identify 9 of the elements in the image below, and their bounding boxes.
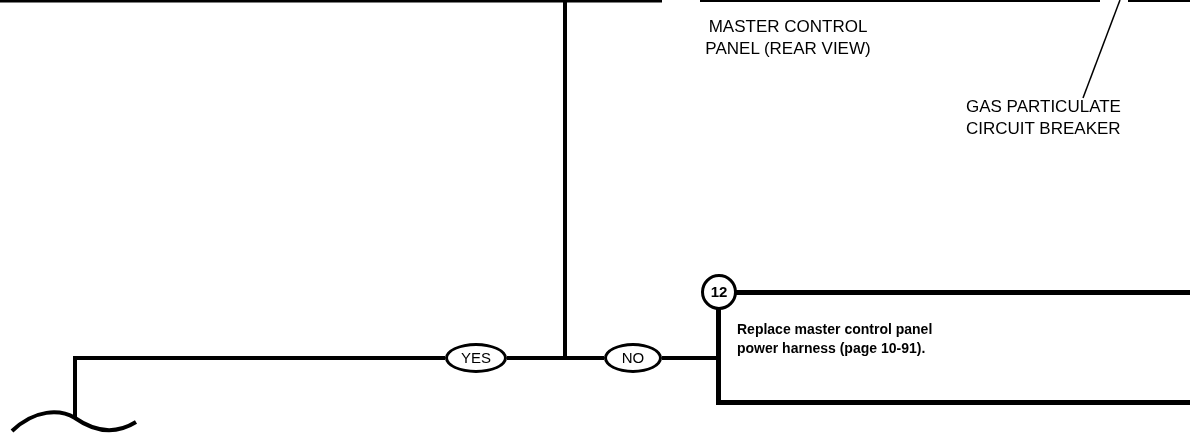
leader-line [1082,0,1121,99]
flow-line [662,356,716,360]
answer-oval: NO [604,343,662,373]
answer-oval: YES [445,343,507,373]
drawing-caption: MASTER CONTROL PANEL (REAR VIEW) [704,16,872,60]
instruction-text: Replace master control panel power harness (page 10-91). [737,320,934,358]
flow-line [73,356,445,418]
step-number: 12 [701,274,737,310]
callout-label: GAS PARTICULATE CIRCUIT BREAKER [966,96,1190,140]
